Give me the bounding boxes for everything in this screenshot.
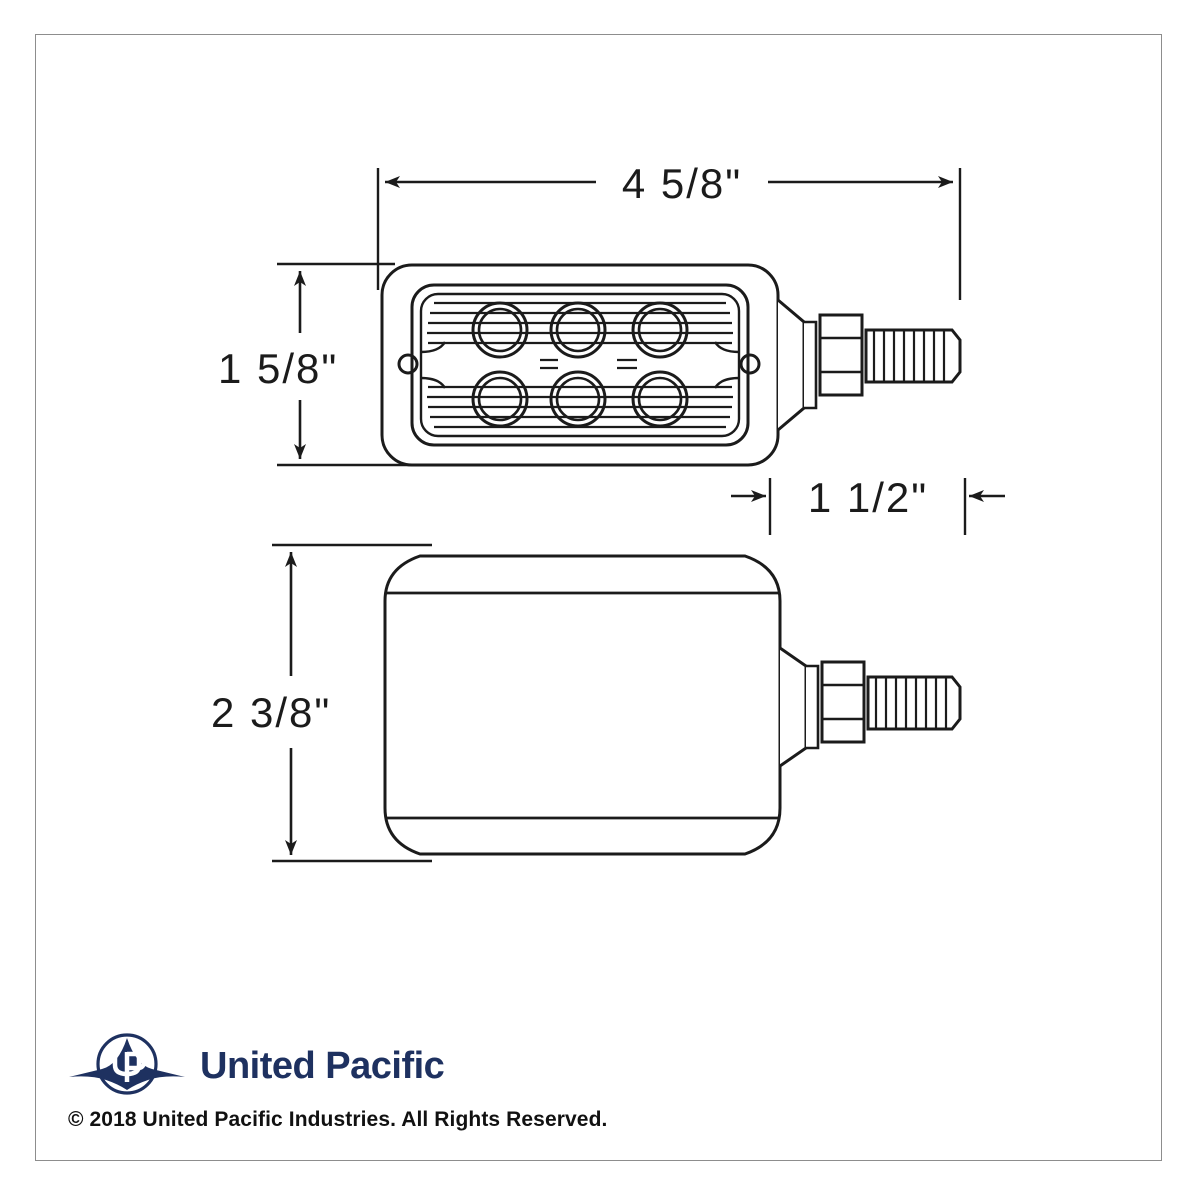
led-row-top <box>471 301 689 359</box>
lens-recess-right <box>713 341 740 389</box>
led-inner <box>477 307 523 353</box>
led-inner <box>555 376 601 422</box>
thread-hatching <box>872 331 946 381</box>
mounting-hole-left <box>397 353 419 375</box>
dimension-side-view-height: 2 3/8" <box>211 543 432 863</box>
dimension-label-overall-length: 4 5/8" <box>622 160 742 207</box>
stud-hex-nut <box>820 660 866 744</box>
thread-hatching <box>874 678 948 728</box>
logo-letter-p <box>124 1051 147 1082</box>
led-outer <box>549 301 607 359</box>
dimension-stud-length: 1 1/2" <box>731 474 1005 535</box>
led-outer <box>549 370 607 428</box>
stud-mount-collar <box>806 664 820 750</box>
stud-hex-nut <box>818 313 864 397</box>
logo-circle <box>96 1033 158 1095</box>
side-view <box>383 554 962 856</box>
lens-bezel-inner <box>419 292 741 438</box>
led-inner <box>477 376 523 422</box>
led-inner <box>555 307 601 353</box>
brand-lockup: United Pacific <box>68 1030 445 1102</box>
stud-mount-base <box>777 298 806 432</box>
led-inner <box>637 376 683 422</box>
led-outer <box>631 370 689 428</box>
copyright-notice: © 2018 United Pacific Industries. All Ri… <box>68 1108 608 1131</box>
led-row-bottom <box>471 370 689 428</box>
lens-recess-left <box>420 341 447 389</box>
top-view <box>380 263 962 467</box>
lens-ribs-middle <box>540 358 637 370</box>
led-outer <box>471 370 529 428</box>
stud-mount-collar <box>804 320 818 410</box>
united-pacific-logo-icon <box>69 1033 185 1095</box>
dimension-label-top-view-width: 1 5/8" <box>218 345 338 392</box>
dimension-label-side-view-height: 2 3/8" <box>211 689 331 736</box>
side-body-outline <box>383 554 782 856</box>
led-outer <box>471 301 529 359</box>
dimension-label-stud-length: 1 1/2" <box>808 474 928 521</box>
led-outer <box>631 301 689 359</box>
dimension-top-view-width: 1 5/8" <box>218 262 420 467</box>
led-inner <box>637 307 683 353</box>
dimension-overall-length: 4 5/8" <box>376 160 962 300</box>
mounting-hole-right <box>739 353 761 375</box>
stud-mount-base <box>779 646 808 768</box>
brand-name-text: United Pacific <box>200 1044 445 1087</box>
